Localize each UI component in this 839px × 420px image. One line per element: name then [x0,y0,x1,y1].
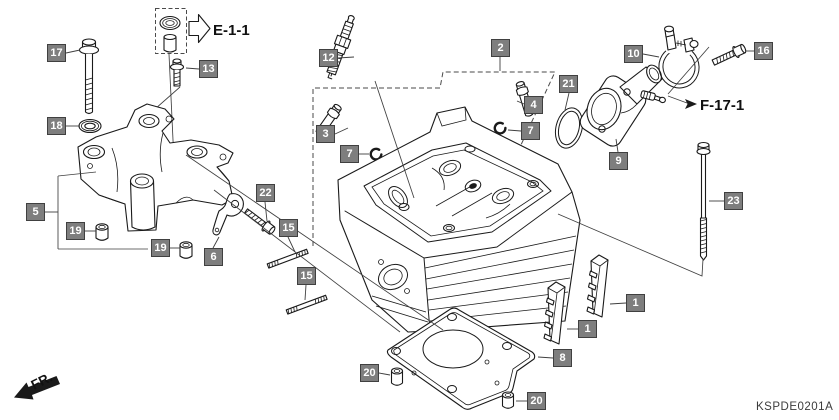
flange-bolt-17 [78,38,100,115]
insulator-9 [579,64,666,147]
callout-8[interactable]: 8 [553,349,572,367]
leader-6 [212,236,220,249]
callout-19-2[interactable]: 19 [151,239,170,257]
rubber-block-1a [586,254,609,318]
leader-7-2 [507,129,522,132]
callout-20-2[interactable]: 20 [527,392,546,410]
callout-7-2[interactable]: 7 [521,122,540,140]
leader-21 [564,92,570,111]
leader-3 [334,127,349,135]
callout-19-1[interactable]: 19 [66,222,85,240]
valve-guide-clip-7b [493,121,507,135]
e-1-1-parts-group [155,8,187,54]
callout-3[interactable]: 3 [316,125,335,143]
e-1-1-label[interactable]: E-1-1 [213,22,250,39]
dowel-pin-19b [179,241,193,259]
callout-4[interactable]: 4 [524,96,543,114]
callout-9[interactable]: 9 [609,152,628,170]
valve-guide-cap [163,33,177,53]
spark-plug-12 [326,15,355,80]
callout-18[interactable]: 18 [47,117,66,135]
e-1-1-dashed-box [155,8,187,54]
callout-15-2[interactable]: 15 [297,267,316,285]
leader-12 [337,56,355,59]
callout-15-1[interactable]: 15 [279,219,298,237]
leader-15-1 [287,236,296,253]
leader-13 [185,67,200,70]
callout-16[interactable]: 16 [754,42,773,60]
stud-15a [266,248,309,269]
leader-4 [516,100,525,105]
f-17-1-label[interactable]: F-17-1 [700,97,744,114]
callout-20-1[interactable]: 20 [360,364,379,382]
callout-1-2[interactable]: 1 [578,320,597,338]
reference-f-17-1[interactable]: F-17-1 [667,95,744,114]
leader-8 [537,356,554,359]
band-clamp-10 [658,25,700,89]
callout-22[interactable]: 22 [256,184,275,202]
leader-10 [642,53,660,58]
callout-13[interactable]: 13 [199,60,218,78]
dowel-pin-20b [501,391,515,409]
cylinder-head-2 [337,106,581,333]
fr-arrow-icon [14,376,60,400]
callout-2[interactable]: 2 [491,39,510,57]
leader-9 [615,138,619,153]
f-17-1-arrow-icon [685,99,697,109]
fuel-fitting [640,90,666,104]
leader-15-2 [304,284,307,301]
callout-10[interactable]: 10 [624,45,643,63]
callout-12[interactable]: 12 [319,49,338,67]
bolt-16 [711,43,747,66]
leader-20-1 [378,372,391,376]
callout-6[interactable]: 6 [204,248,223,266]
stud-15b [285,294,328,315]
o-ring-21 [554,107,584,149]
callout-23[interactable]: 23 [724,192,743,210]
flange-bolt-13 [169,58,185,87]
rocker-arm-holder-5 [77,103,234,232]
washer-18 [78,118,102,134]
callout-leader-lines [45,49,754,402]
dowel-pin-20a [390,367,404,386]
rubber-block-1b [543,281,566,345]
callout-17[interactable]: 17 [47,44,66,62]
callout-21[interactable]: 21 [559,75,578,93]
leader-1-1 [609,302,627,305]
cam-lever-6 [212,193,244,236]
oil-seal [159,15,181,31]
front-direction-marker: FR. [14,369,60,400]
leader-17 [65,49,81,54]
long-bolt-23 [696,141,711,261]
callout-1-1[interactable]: 1 [626,294,645,312]
e-1-1-arrow-icon [188,13,211,44]
bolt-22 [243,208,276,235]
callout-7-1[interactable]: 7 [340,145,359,163]
callout-5[interactable]: 5 [26,203,45,221]
head-gasket-8 [386,307,536,410]
dowel-pin-19a [95,223,109,241]
assembly-lines-over [57,46,710,333]
diagram-code: KSPDE0201A [756,401,833,413]
leader-22 [264,201,268,222]
group-boundary-dashed [312,71,556,246]
reference-e-1-1[interactable]: E-1-1 [188,13,250,44]
